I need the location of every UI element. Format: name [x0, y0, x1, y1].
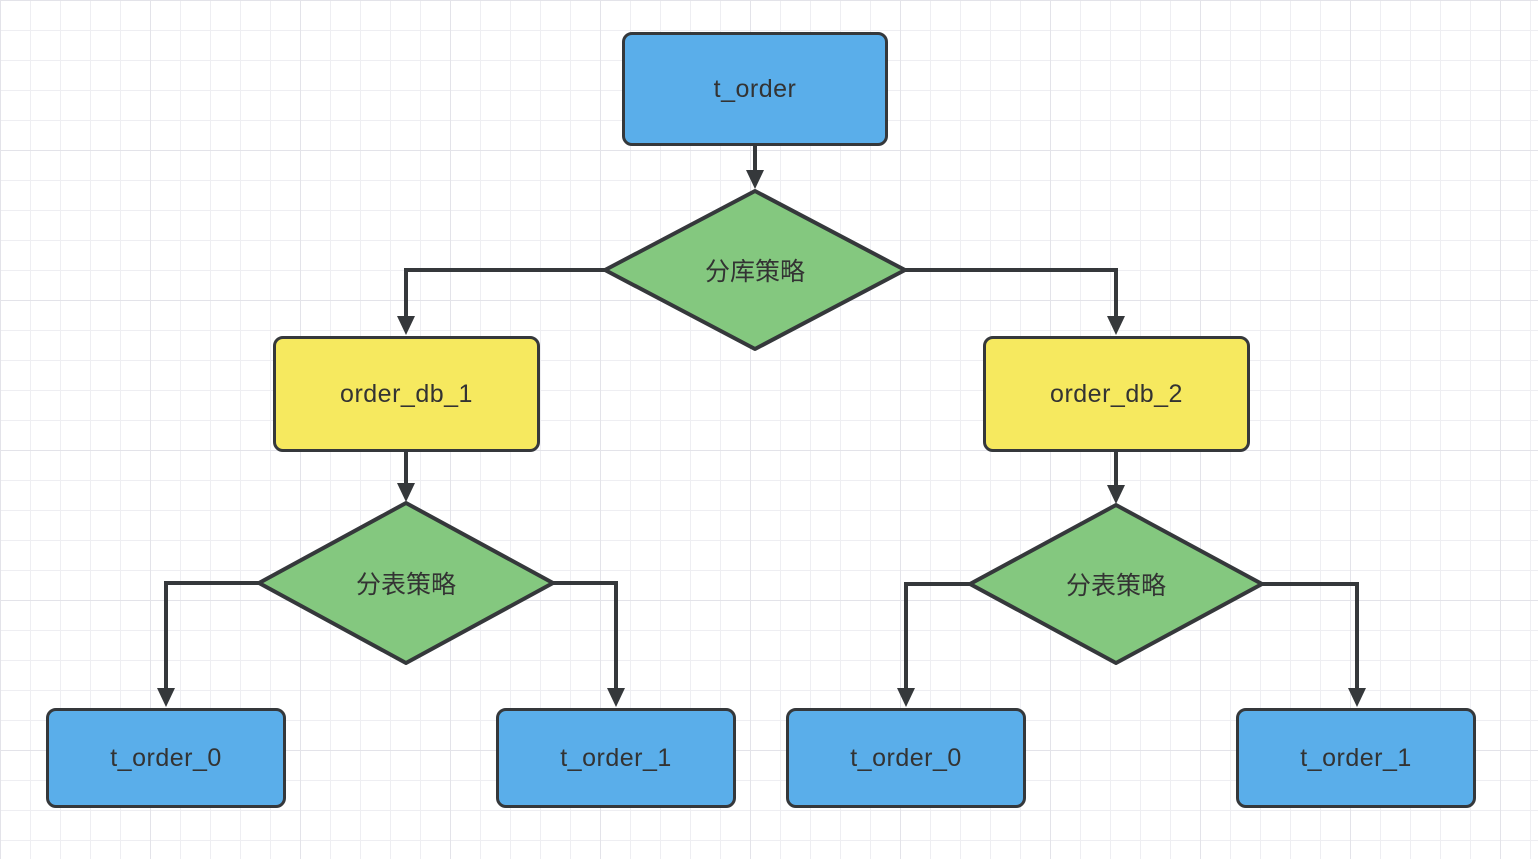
connector-table-strategy-right-to-t-order-0 — [897, 582, 970, 707]
connector-db-strategy-to-order-db-1 — [397, 268, 605, 335]
node-table-strategy-right-diamond — [968, 503, 1264, 665]
connector-table-strategy-left-to-t-order-0 — [157, 581, 259, 707]
node-t-order-0-left: t_order_0 — [46, 708, 286, 808]
node-label: t_order_1 — [1300, 743, 1412, 772]
node-label: t_order_1 — [560, 743, 672, 772]
node-db-strategy-diamond — [603, 189, 907, 351]
node-t-order: t_order — [622, 32, 888, 146]
connector-db-strategy-to-order-db-2 — [905, 268, 1125, 335]
connector-table-strategy-left-to-t-order-1 — [553, 581, 625, 707]
node-order-db-2: order_db_2 — [983, 336, 1250, 452]
node-t-order-1-right: t_order_1 — [1236, 708, 1476, 808]
node-label: t_order — [713, 74, 797, 103]
node-table-strategy-left-diamond — [257, 501, 555, 665]
node-label: t_order_0 — [850, 743, 962, 772]
node-label: t_order_0 — [110, 743, 222, 772]
connector-table-strategy-right-to-t-order-1 — [1262, 582, 1366, 707]
node-order-db-1: order_db_1 — [273, 336, 540, 452]
node-label: order_db_2 — [1050, 379, 1183, 408]
node-t-order-0-right: t_order_0 — [786, 708, 1026, 808]
node-label: order_db_1 — [340, 379, 473, 408]
node-t-order-1-left: t_order_1 — [496, 708, 736, 808]
